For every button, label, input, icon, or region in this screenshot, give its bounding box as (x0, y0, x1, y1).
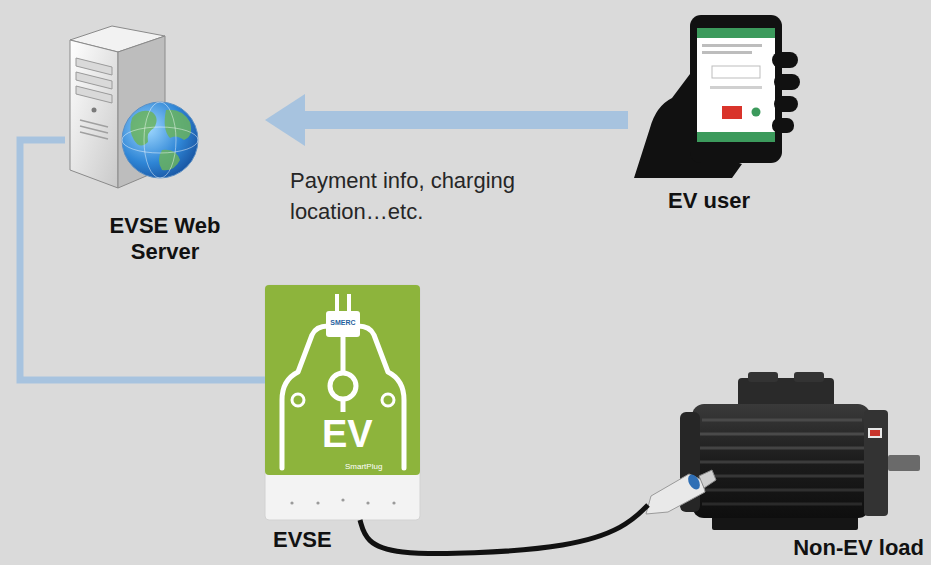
finger (774, 96, 798, 112)
power-led (92, 108, 97, 113)
drive-bay (76, 72, 112, 89)
vent-dot (316, 501, 319, 504)
drive-bay (76, 86, 112, 103)
headlight (292, 394, 304, 406)
plug-nozzle (699, 470, 716, 488)
screen-footer (697, 132, 775, 142)
evse-icon (265, 285, 420, 520)
load-label: Non-EV load (793, 535, 924, 560)
screen-line (710, 86, 762, 89)
vent-dot (341, 498, 344, 501)
screen-field (712, 66, 760, 78)
vent-dot (366, 501, 369, 504)
charging-plug (646, 470, 716, 514)
connector (360, 505, 648, 554)
cooling-fin (700, 489, 864, 492)
server-front (70, 40, 118, 188)
evse-node: SMERCEVSmartPlugEVSE (265, 285, 420, 520)
phone-screen (697, 28, 775, 142)
maker-plate (868, 428, 882, 438)
terminal-cap (794, 372, 824, 382)
brand-text: SmartPlug (345, 463, 382, 471)
finger (772, 118, 794, 133)
screen-line (702, 51, 752, 54)
cooling-fin (702, 503, 862, 506)
globe-grid (144, 102, 176, 178)
screen-line (702, 44, 762, 47)
motor-body (692, 404, 870, 518)
vent-dot (392, 501, 395, 504)
finger (774, 74, 800, 90)
plug-prong (335, 294, 339, 312)
load-node: Non-EV load (648, 365, 926, 562)
globe-grid (122, 127, 198, 153)
user-node: EV user (628, 10, 790, 216)
cooling-fin (700, 475, 864, 478)
server-node: EVSE Web Server (65, 15, 265, 267)
logo-text: SMERC (326, 319, 360, 327)
plug-ring (330, 373, 356, 399)
phone-icon (634, 15, 800, 178)
vent-dot (290, 501, 293, 504)
plug-prong (347, 294, 351, 312)
connector-group (265, 94, 628, 146)
vent (80, 120, 108, 127)
shaft (888, 455, 920, 471)
stop-button (722, 106, 742, 119)
server-label: EVSE Web Server (99, 213, 231, 264)
globe (122, 102, 198, 178)
vent (80, 132, 108, 139)
headlight (382, 394, 394, 406)
motor-icon (680, 372, 920, 530)
terminal-cap (748, 372, 778, 382)
status-dot (752, 108, 761, 117)
connector-group (20, 140, 265, 380)
evse-panel (265, 285, 420, 475)
plug-head (326, 311, 360, 337)
connector-group (360, 505, 648, 554)
evse-label: EVSE (273, 527, 332, 552)
car-outline (282, 326, 328, 468)
arrow-head (265, 94, 305, 146)
vent (80, 126, 108, 133)
cooling-fin (700, 461, 864, 464)
maker-plate (870, 430, 880, 436)
cooling-fin (700, 447, 864, 450)
cooling-fin (702, 419, 862, 422)
screen-header (697, 28, 775, 38)
globe-icon (122, 102, 198, 178)
evse-badge: EV (322, 415, 373, 453)
connector (20, 140, 265, 380)
continent (165, 110, 191, 140)
plug-cord (341, 337, 346, 372)
finger (772, 52, 798, 68)
cooling-fin (700, 433, 864, 436)
connector (304, 111, 628, 129)
plug-cord (341, 399, 346, 412)
phone-body (690, 15, 782, 163)
user-label: EV user (668, 188, 750, 213)
front-flange (864, 410, 888, 516)
drive-bay (76, 58, 112, 75)
edge-label: Payment info, charging location…etc. (290, 166, 530, 228)
evse-housing (265, 285, 420, 520)
